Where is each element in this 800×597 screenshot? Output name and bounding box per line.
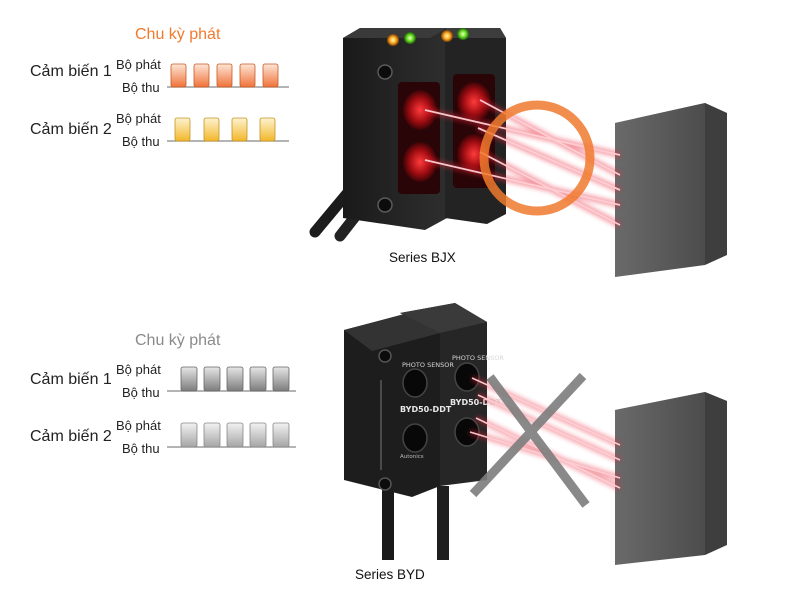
top-highlight-ring: [479, 100, 595, 216]
bottom-sensor2-emitter-label: Bộ phát: [116, 418, 161, 433]
top-series-label: Series BJX: [389, 250, 456, 265]
bottom-cycle-title: Chu kỳ phát: [135, 332, 221, 349]
top-sensor2-pulse-train: [167, 117, 289, 142]
bottom-device-model-2: BYD50-DDT: [450, 398, 502, 407]
top-sensor1-pulse-train: [167, 63, 289, 88]
bottom-device-label-2: PHOTO SENSOR: [452, 354, 504, 362]
bottom-sensor1-pulse-train: [167, 366, 296, 392]
top-sensor2-emitter-label: Bộ phát: [116, 111, 161, 126]
bottom-target-block: [615, 392, 727, 565]
bottom-sensor1-emitter-label: Bộ phát: [116, 362, 161, 377]
top-cycle-title: Chu kỳ phát: [135, 26, 221, 43]
bottom-sensor-device-byd: PHOTO SENSOR BYD50-DDT PHOTO SENSOR BYD5…: [344, 303, 504, 560]
top-sensor1-name: Cảm biến 1: [30, 63, 112, 80]
bottom-cross-mark: [469, 372, 590, 508]
top-sensor1-receiver-label: Bộ thu: [122, 80, 160, 95]
top-sensor2-name: Cảm biến 2: [30, 121, 112, 138]
bottom-device-brand: Autonics: [400, 454, 424, 460]
top-sensor-device-bjx: [309, 28, 506, 242]
bottom-sensor2-pulse-train: [167, 422, 296, 448]
top-sensor1-emitter-label: Bộ phát: [116, 57, 161, 72]
bottom-sensor2-name: Cảm biến 2: [30, 428, 112, 445]
top-sensor2-receiver-label: Bộ thu: [122, 134, 160, 149]
top-target-block: [615, 103, 727, 277]
bottom-device-model-1: BYD50-DDT: [400, 405, 452, 414]
bottom-series-label: Series BYD: [355, 567, 425, 582]
bottom-sensor1-name: Cảm biến 1: [30, 371, 112, 388]
bottom-sensor1-receiver-label: Bộ thu: [122, 385, 160, 400]
bottom-device-label-1: PHOTO SENSOR: [402, 361, 454, 369]
bottom-sensor2-receiver-label: Bộ thu: [122, 441, 160, 456]
